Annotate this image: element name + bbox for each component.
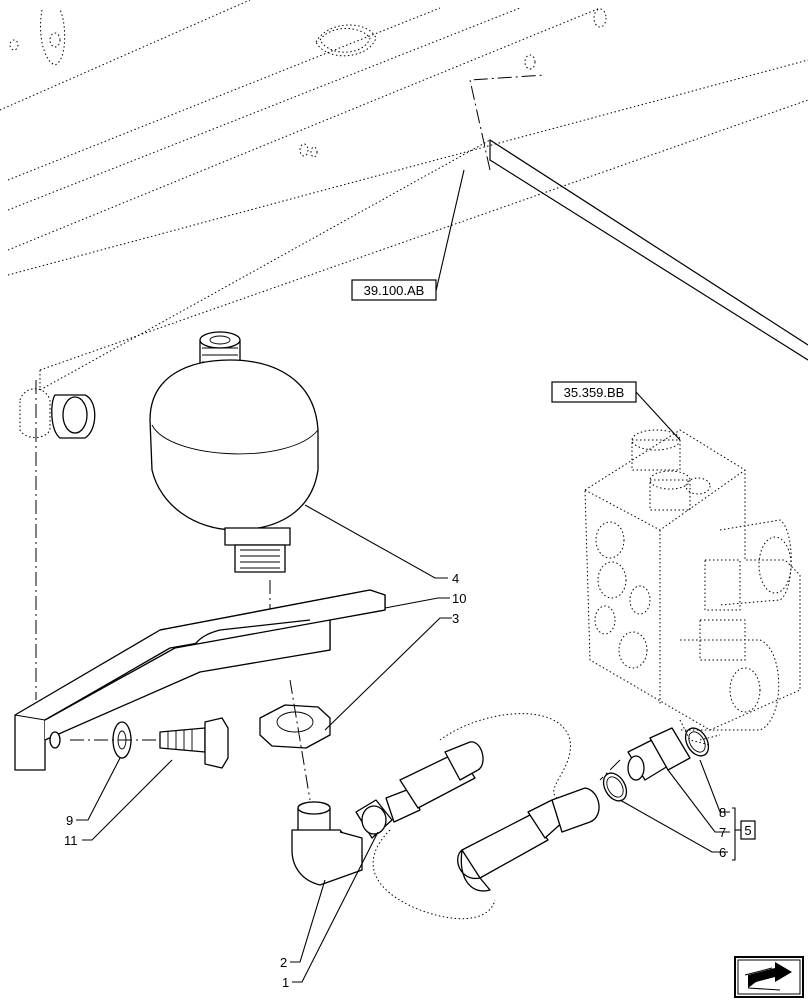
reference-frame-box[interactable]: 39.100.AB (351, 169, 465, 301)
callout-2[interactable]: 2 (280, 955, 287, 970)
callout-7[interactable]: 7 (719, 825, 726, 840)
callout-4[interactable]: 4 (452, 571, 459, 586)
callout-11[interactable]: 11 (64, 833, 78, 848)
reference-valve-label: 35.359.BB (564, 385, 625, 400)
callout-3[interactable]: 3 (452, 611, 459, 626)
callout-1[interactable]: 1 (282, 975, 289, 990)
bolt-part-11 (70, 717, 229, 769)
callout-9[interactable]: 9 (66, 813, 73, 828)
connector-part-7 (599, 727, 691, 781)
callout-10[interactable]: 10 (452, 591, 466, 606)
nut-part-3 (259, 679, 331, 801)
accumulator-part-4 (149, 331, 319, 640)
callout-kit-5: 5 (744, 823, 751, 838)
callout-6[interactable]: 6 (719, 845, 726, 860)
callouts: 4 10 3 9 11 2 1 8 7 6 5 (64, 571, 756, 990)
elbow-fitting-part-2 (291, 801, 363, 886)
reference-valve-box[interactable]: 35.359.BB (551, 381, 681, 441)
vehicle-frame (0, 0, 808, 700)
valve-block (584, 429, 801, 746)
next-page-arrow-icon[interactable] (734, 956, 804, 998)
o-ring-part-6 (602, 772, 628, 802)
bracket-part-10 (14, 589, 386, 771)
reference-frame-label: 39.100.AB (364, 283, 425, 298)
o-ring-part-8 (684, 727, 710, 757)
kit-reference-box[interactable] (740, 820, 756, 840)
hose-assembly-part-1 (355, 713, 600, 920)
leader-lines (76, 504, 741, 983)
callout-8[interactable]: 8 (719, 805, 726, 820)
